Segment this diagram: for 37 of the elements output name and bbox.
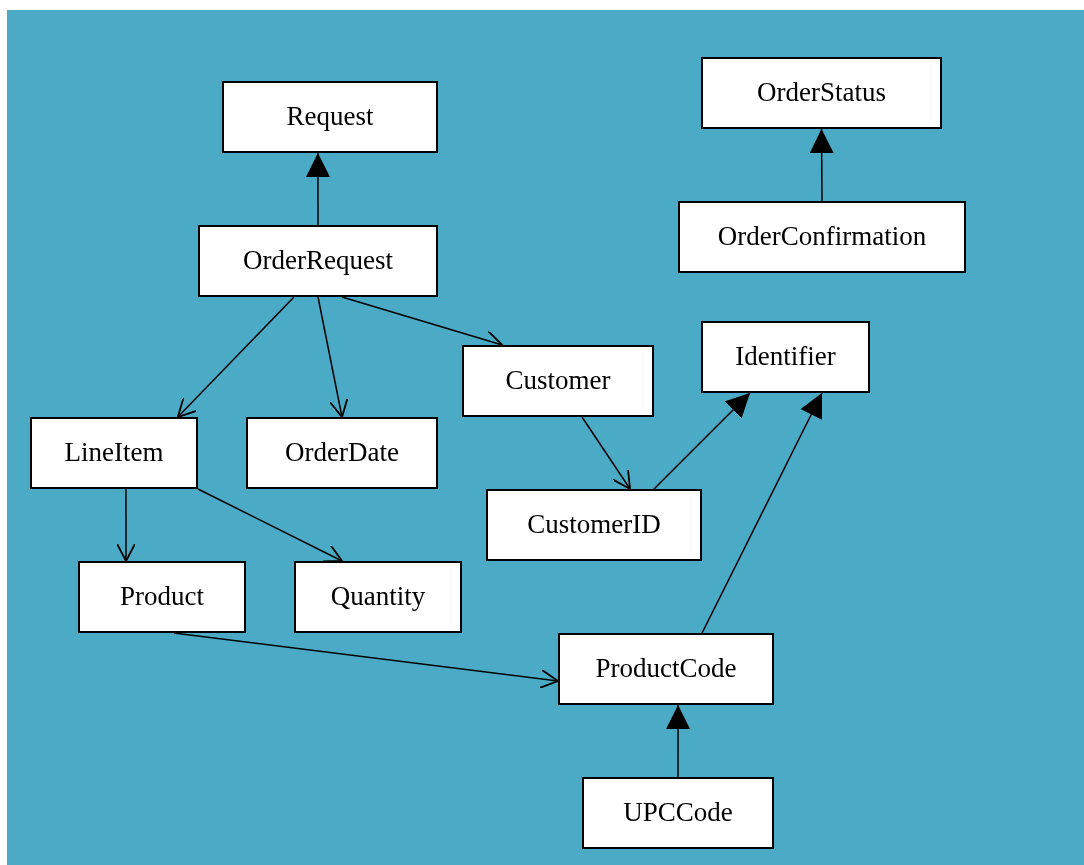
class-box <box>582 777 774 849</box>
class-box <box>246 417 438 489</box>
class-box <box>222 81 438 153</box>
class-name: OrderDate <box>285 436 399 470</box>
class-name: CustomerID <box>527 508 661 542</box>
class-name: ProductCode <box>595 652 737 686</box>
class-box <box>486 489 702 561</box>
arrow <box>176 296 295 418</box>
class-box <box>30 417 198 489</box>
class-box <box>78 561 246 633</box>
class-name: Identifier <box>735 340 836 374</box>
class-name: Quantity <box>330 580 426 614</box>
arrow <box>666 704 691 778</box>
arrow <box>581 416 631 490</box>
arrow <box>317 296 349 418</box>
class-box <box>678 201 966 273</box>
class-name: Product <box>120 580 204 614</box>
class-box <box>558 633 774 705</box>
class-name: OrderStatus <box>757 76 886 110</box>
arrow <box>173 632 559 689</box>
class-name: Customer <box>505 364 611 398</box>
class-box <box>294 561 462 633</box>
class-name: Request <box>286 100 374 134</box>
arrow <box>116 488 136 562</box>
class-box <box>462 345 654 417</box>
class-box <box>198 225 438 297</box>
class-name: LineItem <box>64 436 164 470</box>
class-box <box>701 57 942 129</box>
arrow <box>809 128 834 202</box>
class-name: OrderConfirmation <box>717 220 927 254</box>
class-name: OrderRequest <box>243 244 393 278</box>
class-box <box>701 321 870 393</box>
arrow <box>701 392 823 634</box>
arrow <box>197 488 343 563</box>
class-name: UPCCode <box>623 796 733 830</box>
arrow <box>305 152 330 226</box>
arrow <box>653 392 751 490</box>
